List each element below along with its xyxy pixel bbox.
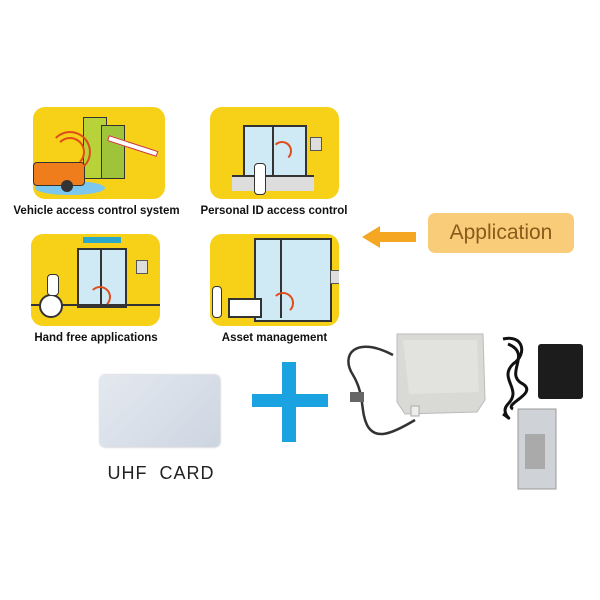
- vehicle-gate-icon: [33, 107, 165, 199]
- plus-icon: [252, 362, 328, 442]
- wheelchair-elevator-icon: [31, 234, 160, 326]
- uhf-card-label: UHF CARD: [107, 463, 215, 483]
- arrow-left-icon: [362, 226, 416, 248]
- vehicle-access-panel: [33, 107, 165, 199]
- door-person-icon: [210, 107, 339, 199]
- hand-free-panel: [31, 234, 160, 326]
- personal-id-panel: [210, 107, 339, 199]
- hand-free-label: Hand free applications: [34, 332, 158, 344]
- cart-door-icon: [210, 234, 339, 326]
- application-callout: Application: [428, 213, 574, 253]
- asset-management-panel: [210, 234, 339, 326]
- uhf-reader-image: [345, 330, 490, 450]
- vehicle-access-label: Vehicle access control system: [13, 205, 180, 217]
- asset-management-label: Asset management: [221, 332, 328, 344]
- application-label: Application: [449, 221, 553, 244]
- uhf-card: [100, 375, 220, 447]
- accessories-image: [493, 334, 593, 494]
- personal-id-label: Personal ID access control: [200, 205, 348, 217]
